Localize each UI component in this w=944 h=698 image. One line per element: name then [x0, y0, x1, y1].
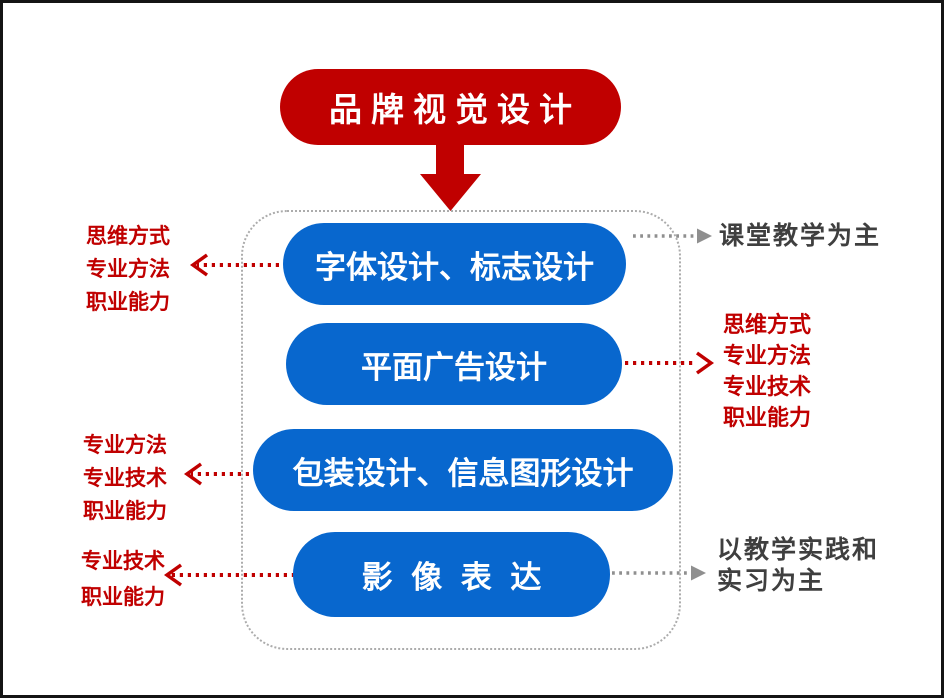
course-node-packaging-infographic-design: 包装设计、信息图形设计 — [253, 429, 673, 511]
course-node-label: 字体设计、标志设计 — [315, 249, 594, 285]
annotation-line: 以教学实践和 — [717, 536, 880, 564]
annotation-line: 专业方法 — [83, 434, 167, 457]
annotation-line: 专业方法 — [86, 258, 170, 281]
annotation-right-practice: 以教学实践和 实习为主 — [717, 535, 879, 597]
annotation-line: 职业能力 — [723, 405, 812, 430]
annotation-right-classroom: 课堂教学为主 — [719, 221, 881, 252]
annotation-left-2: 专业方法 专业技术 职业能力 — [83, 429, 167, 528]
course-node-print-ad-design: 平面广告设计 — [286, 323, 622, 405]
root-node: 品牌视觉设计 — [280, 69, 621, 145]
annotation-line: 职业能力 — [86, 291, 170, 314]
annotation-left-3: 专业技术 职业能力 — [81, 544, 165, 616]
annotation-line: 职业能力 — [83, 500, 167, 523]
course-node-label: 平面广告设计 — [361, 349, 547, 385]
annotation-line: 专业方法 — [723, 343, 812, 368]
course-node-label: 影 像 表 达 — [361, 560, 547, 595]
course-node-font-logo-design: 字体设计、标志设计 — [283, 223, 626, 305]
course-node-label: 包装设计、信息图形设计 — [292, 455, 634, 491]
annotation-line: 职业能力 — [81, 586, 165, 609]
annotation-line: 专业技术 — [723, 374, 812, 399]
annotation-line: 实习为主 — [717, 567, 826, 595]
annotation-left-1: 思维方式 专业方法 职业能力 — [86, 220, 170, 319]
annotation-line: 思维方式 — [86, 225, 170, 248]
annotation-line: 课堂教学为主 — [719, 222, 882, 250]
courses-container — [241, 210, 681, 650]
annotation-right-red: 思维方式 专业方法 专业技术 职业能力 — [723, 309, 811, 433]
annotation-line: 专业技术 — [83, 467, 167, 490]
down-arrow-icon — [420, 144, 481, 211]
annotation-line: 专业技术 — [81, 550, 165, 573]
course-node-image-expression: 影 像 表 达 — [293, 532, 610, 617]
annotation-line: 思维方式 — [723, 312, 812, 337]
root-node-label: 品牌视觉设计 — [329, 91, 581, 128]
